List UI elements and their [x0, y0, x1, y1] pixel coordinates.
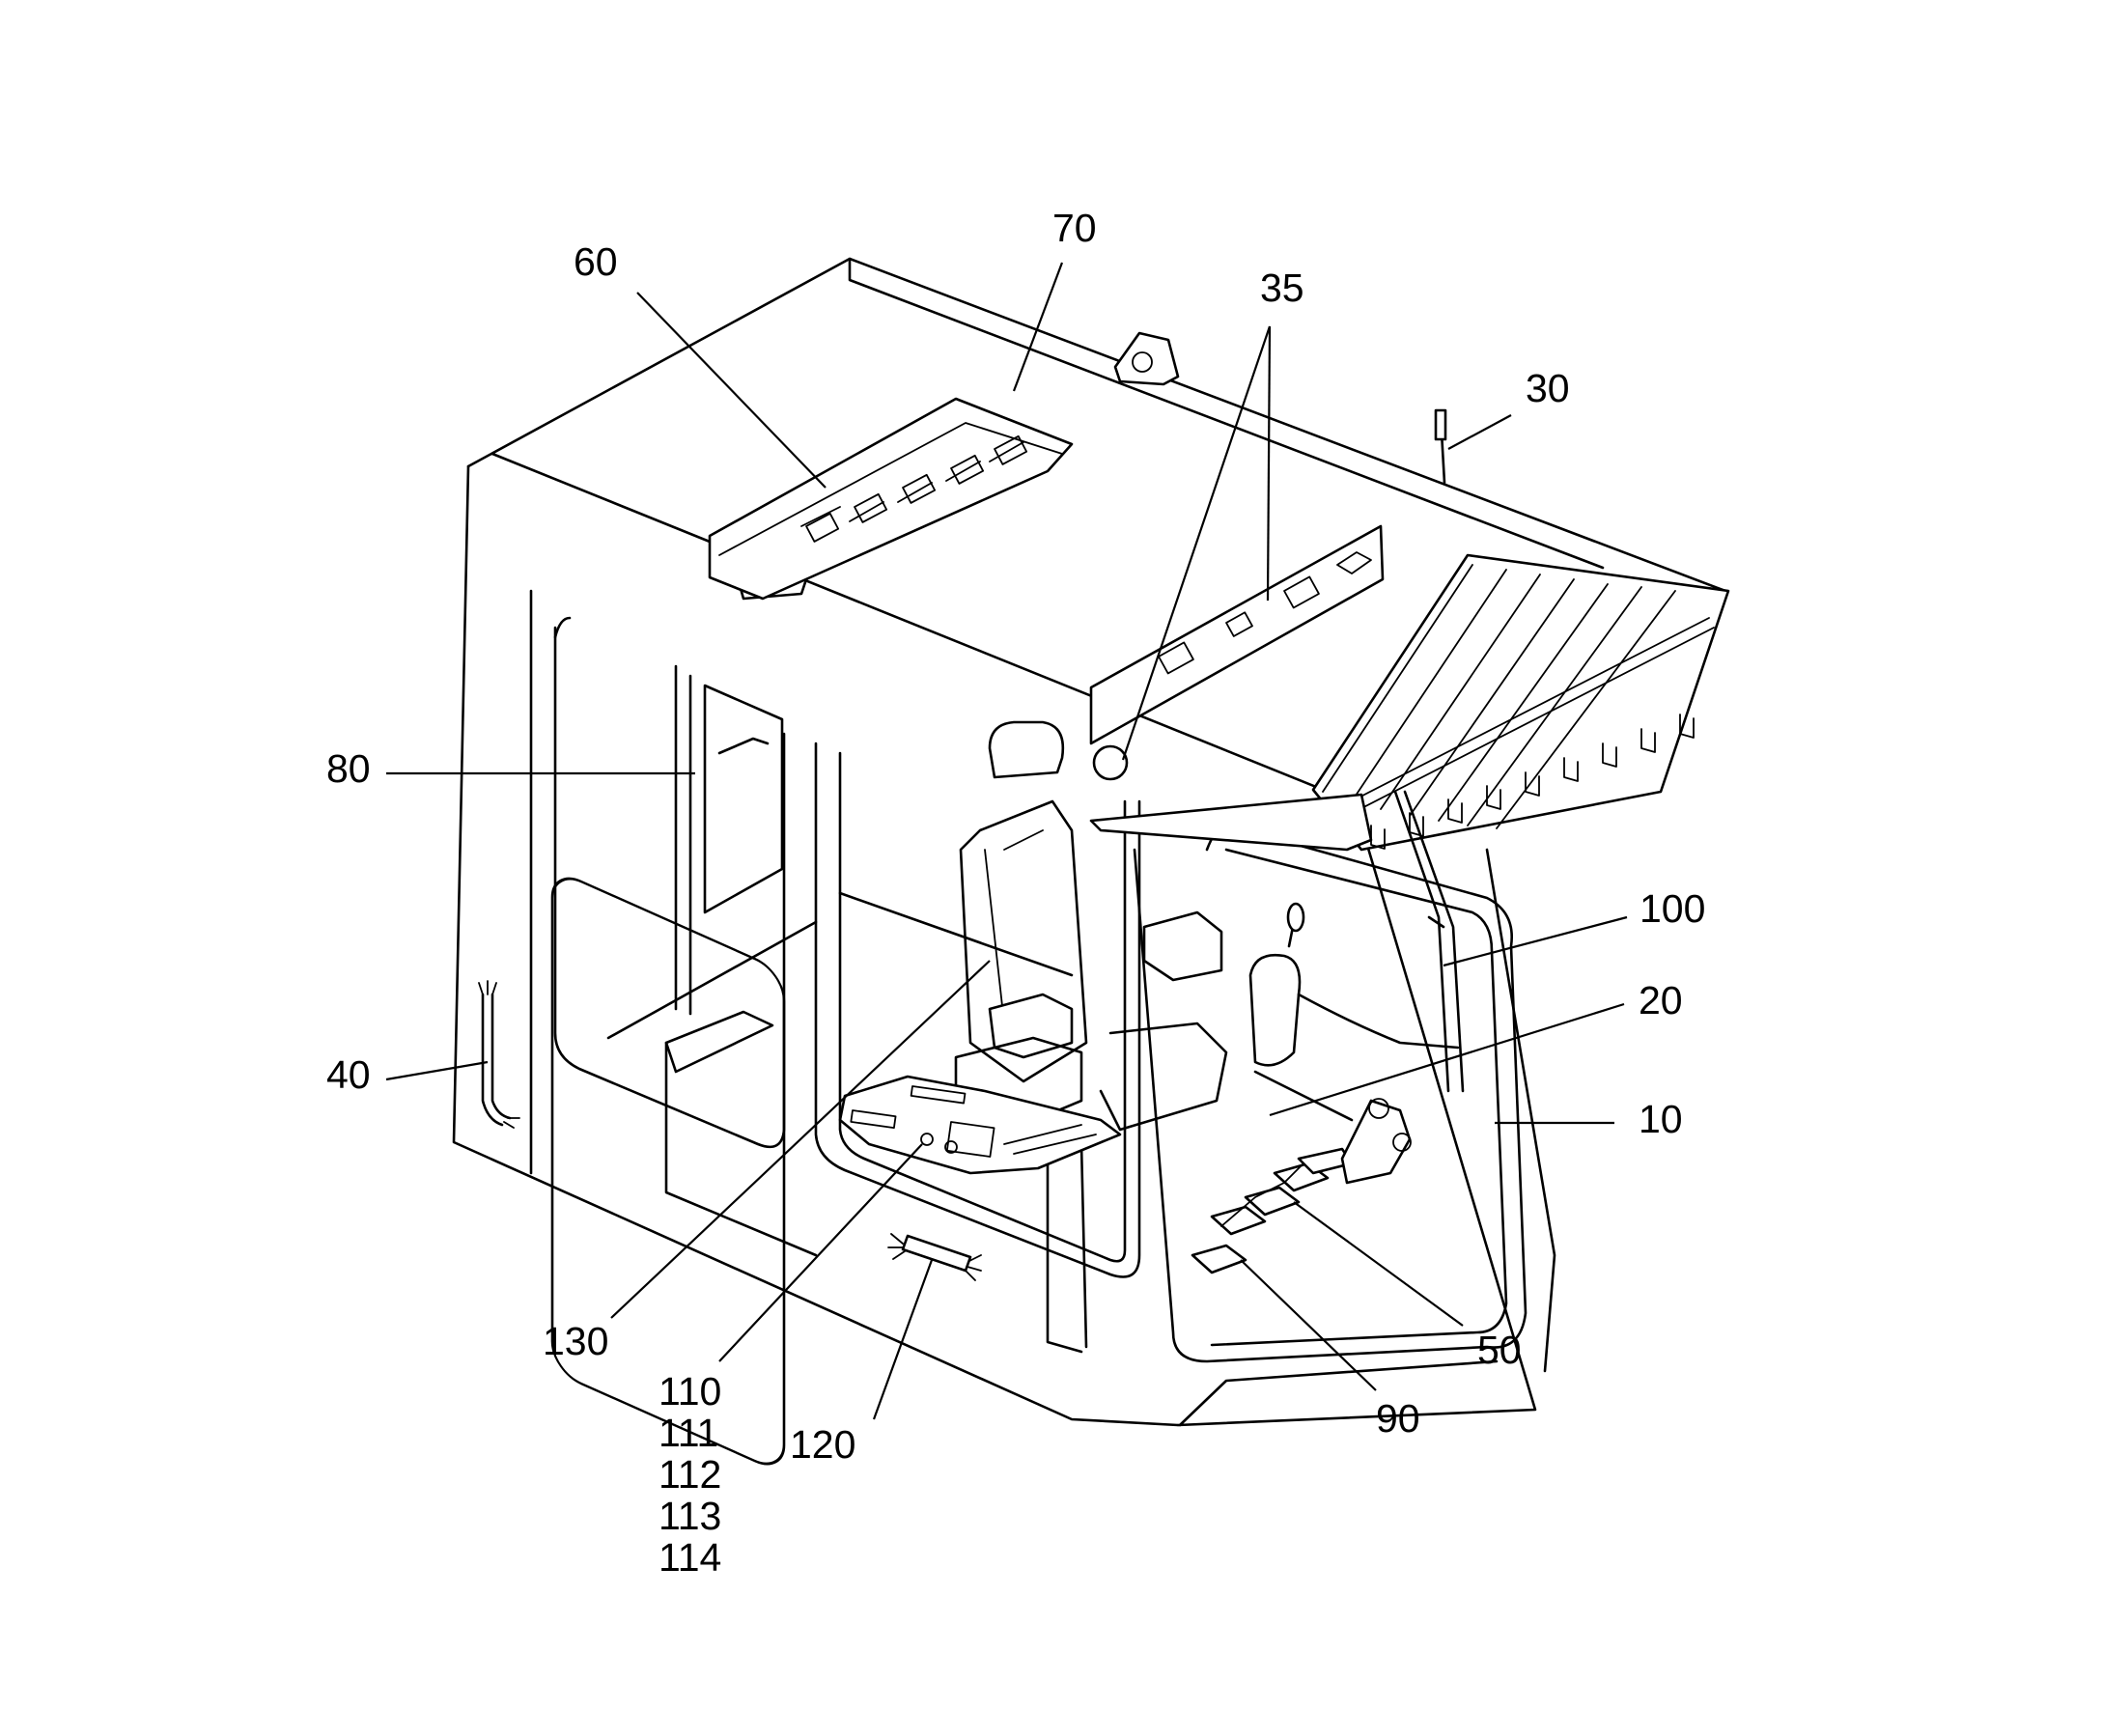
label-60: 60	[574, 239, 618, 284]
label-70: 70	[1052, 206, 1097, 250]
reference-labels: 60 70 35 30 80 40 100 20 10 50 90 130 11…	[326, 206, 1705, 1580]
label-130: 130	[543, 1319, 608, 1363]
roof-control-panel	[708, 397, 1074, 601]
cab-body	[452, 257, 1727, 1466]
cable-harness-left	[478, 980, 520, 1129]
label-110: 110	[659, 1369, 721, 1414]
label-111: 111	[659, 1411, 718, 1455]
antenna	[1434, 408, 1447, 485]
label-80: 80	[326, 746, 371, 791]
rear-handle	[703, 684, 784, 914]
label-113: 113	[659, 1494, 721, 1538]
label-120: 120	[790, 1422, 855, 1467]
label-10: 10	[1639, 1097, 1683, 1141]
foot-pedals	[1191, 1098, 1412, 1274]
label-90: 90	[1376, 1396, 1420, 1441]
label-30: 30	[1526, 366, 1570, 410]
label-40: 40	[326, 1052, 371, 1097]
label-114: 114	[659, 1535, 721, 1580]
label-35: 35	[1260, 266, 1304, 310]
label-50: 50	[1477, 1328, 1522, 1372]
dashboard-panel	[838, 1075, 1122, 1175]
label-100: 100	[1640, 886, 1705, 931]
overhead-panel-rack	[1089, 524, 1730, 852]
cable-harness-door	[887, 1233, 982, 1281]
label-20: 20	[1639, 978, 1683, 1022]
label-112: 112	[659, 1452, 721, 1497]
windshield-wiper	[1393, 790, 1465, 1093]
